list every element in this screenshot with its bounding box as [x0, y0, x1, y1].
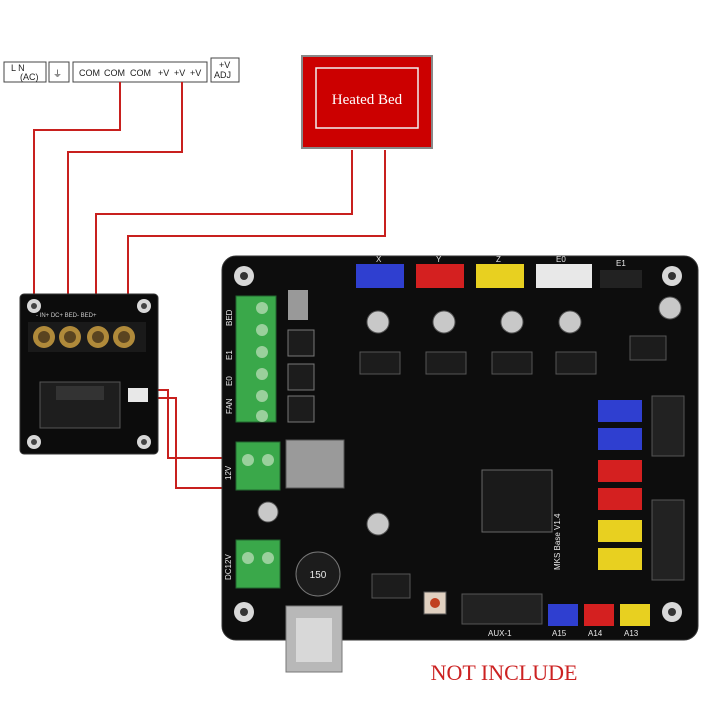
- bottom-connectors: AUX-1 A15 A14 A13: [461, 593, 650, 638]
- mosfet-terminal-label: - IN+ DC+ BED- BED+: [36, 313, 97, 319]
- psu-com-label-1: COM: [79, 68, 100, 78]
- heated-bed: Heated Bed: [301, 55, 433, 149]
- psu-com-label-2: COM: [104, 68, 125, 78]
- wire-ac-neutral: [67, 82, 183, 318]
- bottom-label-a15: A15: [552, 629, 567, 638]
- psu-ln-label: L N: [11, 63, 25, 73]
- power-in-label: DC12V: [224, 554, 233, 580]
- power-terminal-dc: [235, 539, 281, 589]
- wires: [33, 82, 386, 489]
- mainboard: X Y Z E0 E1 BED E1 E0 FAN 12V DC12V: [221, 255, 699, 641]
- connector-label-e0: E0: [556, 255, 566, 264]
- psu-v-label-3: +V: [190, 68, 201, 78]
- terminal-label-e1: E1: [225, 350, 234, 360]
- terminal-label-fan: FAN: [225, 398, 234, 414]
- output-terminal-block: BED E1 E0 FAN: [225, 295, 277, 423]
- mosfet-screw-terminals: [28, 322, 146, 352]
- ground-icon: ⏚: [53, 69, 62, 79]
- psu-adj-bottom: ADJ: [214, 70, 231, 80]
- wire-ac-live: [33, 82, 121, 318]
- psu-terminal-strip: L N (AC) ⏚ COM COM COM +V +V +V +V ADJ: [3, 57, 240, 83]
- stepper-connectors: X Y Z E0 E1: [356, 255, 642, 288]
- connector-label-z: Z: [496, 255, 501, 264]
- connector-label-e1: E1: [616, 259, 626, 268]
- wire-signal-a: [150, 389, 222, 459]
- power-terminal-12v: [235, 441, 281, 491]
- heated-bed-label: Heated Bed: [332, 92, 403, 108]
- capacitors: [257, 296, 682, 536]
- mcu-chip: [481, 469, 553, 533]
- wire-bed-neg: [95, 150, 353, 318]
- bottom-label-a14: A14: [588, 629, 603, 638]
- psu-adj-top: +V: [219, 60, 230, 70]
- mosfet-module: - IN+ DC+ BED- BED+: [19, 293, 159, 455]
- psu-com-label-3: COM: [130, 68, 151, 78]
- inductor-label: 150: [310, 570, 327, 581]
- psu-v-label-2: +V: [174, 68, 185, 78]
- endstop-connectors: [598, 395, 685, 581]
- connector-label-x: X: [376, 255, 382, 264]
- board-name-label: MKS Base V1.4: [553, 513, 562, 570]
- power-label: 12V: [224, 465, 233, 480]
- wire-signal-b: [150, 397, 222, 489]
- terminal-label-bed: BED: [225, 309, 234, 326]
- psu-v-label-1: +V: [158, 68, 169, 78]
- wire-bed-pos: [127, 150, 386, 318]
- connector-label-y: Y: [436, 255, 442, 264]
- aux-label: AUX-1: [488, 629, 512, 638]
- terminal-label-e0: E0: [225, 376, 234, 386]
- not-include-note: NOT INCLUDE: [431, 660, 578, 685]
- bottom-label-a13: A13: [624, 629, 639, 638]
- psu-ln-sub: (AC): [20, 72, 39, 82]
